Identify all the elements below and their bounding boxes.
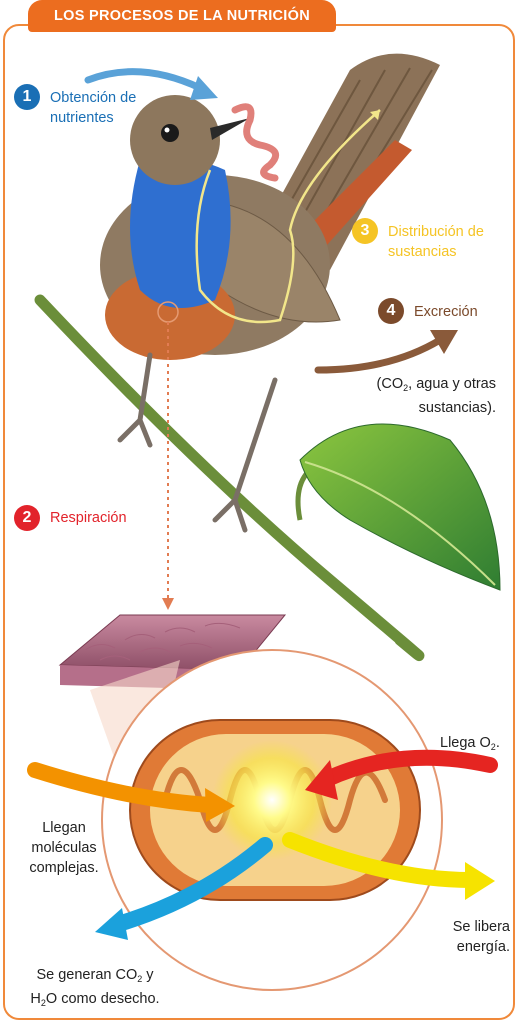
excrecion-arrow [314,336,444,374]
bird-beak [210,118,250,140]
bird-throat [130,156,231,308]
leaf-vein [304,461,496,586]
step-3-label-line2: sustancias [388,244,457,260]
step-3-badge: 3 [352,218,378,244]
label-o2: Llega O2. [440,735,500,752]
step-1-label: Obtención de nutrientes [50,88,136,128]
branch [34,294,425,662]
step-1-label-line1: Obtención de [50,90,137,106]
step-4-badge: 4 [378,298,404,324]
step-1-label-line2: nutrientes [50,110,114,126]
step-3-label: Distribución de sustancias [388,222,484,262]
distribution-path [195,109,381,324]
bird-eye [161,124,179,142]
arrow-energy-out [282,832,478,888]
page-title: LOS PROCESOS DE LA NUTRICIÓN [28,0,336,32]
label-molecules: Llegan moléculas complejas. [29,820,99,876]
arrow-waste-out [107,837,273,933]
step-4-label: Excreción [414,304,478,320]
step-2-badge: 2 [14,505,40,531]
bird [100,53,440,533]
step-3-label-line1: Distribución de [388,224,484,240]
label-waste: Se generan CO2 y H2O como desecho. [30,967,160,1008]
bird-legs [117,352,278,533]
step-2-label: Respiración [50,510,127,526]
step-1-badge: 1 [14,84,40,110]
obtencion-arrow [84,68,204,92]
arrow-molecules-in [27,762,218,813]
bird-tail-accent [300,140,412,255]
worm [231,103,280,182]
excretion-note: (CO2, agua y otras sustancias). [376,376,496,416]
arrow-o2-in [317,749,498,788]
label-energy: Se libera energía. [452,919,510,955]
